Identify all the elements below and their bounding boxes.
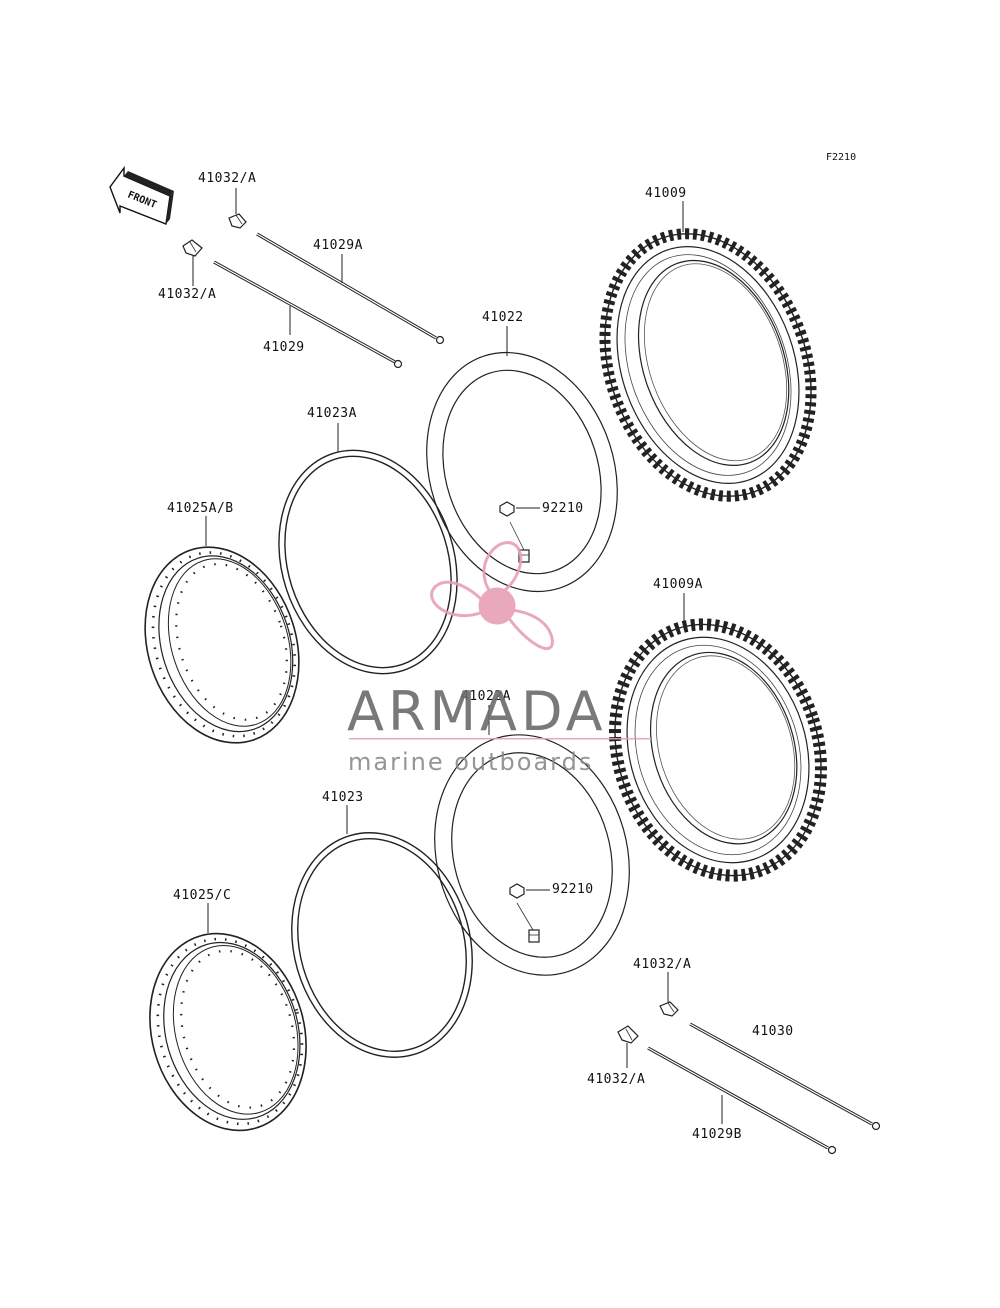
label-41032a-left: 41032/A [158,287,216,302]
propeller-icon [430,541,554,650]
label-41029a: 41029A [313,238,363,253]
label-41032a-bottom-left: 41032/A [587,1072,645,1087]
tire-41009a [608,618,828,882]
label-41030: 41030 [752,1024,794,1039]
label-41029: 41029 [263,340,305,355]
label-41032a-bottom-right: 41032/A [633,957,691,972]
watermark-underline [349,738,651,740]
rim-41025ab [144,546,300,744]
spoke-nipple-bottom-2 [617,1025,639,1068]
rim-41025c [149,932,307,1132]
front-arrow-icon: FRONT [109,165,174,225]
watermark-tagline: marine outboards [348,748,593,776]
spoke-nipple-top-1 [228,188,247,229]
label-92210-bottom: 92210 [552,882,594,897]
valve-nut-92210-top [499,501,540,563]
spoke-nipple-bottom-1 [659,972,679,1017]
spoke-41030 [689,1022,881,1131]
rim-band-41023 [291,832,473,1058]
tire-41009 [599,228,817,502]
label-41023: 41023 [322,790,364,805]
label-41025c: 41025/C [173,888,231,903]
valve-nut-92210-bottom [509,883,550,943]
label-41022a: 41022A [461,689,511,704]
label-41009: 41009 [645,186,687,201]
spoke-41029a [256,232,445,345]
watermark-name: ARMADA [347,680,607,743]
spoke-nipple-top-2 [182,239,203,286]
label-41022: 41022 [482,310,524,325]
spoke-41029 [213,260,403,369]
spoke-41029b [647,1046,837,1155]
rim-band-41023a [278,449,458,675]
label-41025ab: 41025A/B [167,501,234,516]
label-41029b: 41029B [692,1127,742,1142]
armada-logo: ARMADA marine outboards [347,541,651,776]
tube-41022 [426,351,618,593]
diagram-code: F2210 [826,152,856,163]
label-41023a: 41023A [307,406,357,421]
label-41032a-top: 41032/A [198,171,256,186]
label-92210-top: 92210 [542,501,584,516]
label-41009a: 41009A [653,577,703,592]
